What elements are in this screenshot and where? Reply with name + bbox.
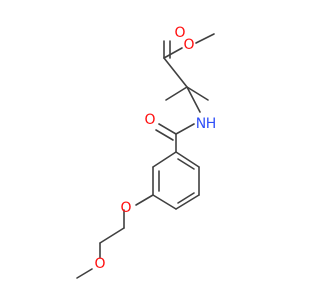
bond-n-amidec	[175, 123, 195, 135]
bond-quat-methyl-1	[186, 86, 209, 101]
atom-o-methoxy: O	[94, 256, 105, 272]
structure-canvas: O O O N H O O	[76, 25, 216, 279]
bond-ch2-ch2	[99, 227, 125, 244]
bond-carbonyl-quat	[163, 57, 188, 88]
bond-ring-4	[152, 194, 177, 210]
bond-amide-cdo-2	[155, 129, 174, 141]
bond-ring-3	[175, 194, 200, 210]
atom-o-amide: O	[144, 112, 155, 128]
bond-ring-6	[152, 151, 177, 168]
atom-labels: O O O N H O O	[94, 25, 216, 272]
bond-ring-inner-1	[177, 158, 195, 170]
molecule-drawing: O O O N H O O	[76, 25, 216, 279]
bond-amide-cdo-1	[158, 123, 177, 135]
bond-quat-methyl-2	[165, 86, 188, 101]
bond-methyl-oester	[195, 33, 215, 44]
bond-ring-oaryl	[135, 194, 154, 206]
bond-quat-n	[186, 86, 201, 113]
bond-ring-inner-2	[177, 192, 195, 204]
bond-ring-1	[175, 151, 200, 168]
atom-o-ester-single: O	[183, 37, 194, 53]
atom-o-ester-double: O	[174, 25, 185, 41]
bonds	[76, 33, 215, 279]
atom-o-aryl-ether: O	[120, 200, 131, 216]
bond-oester-carbonyl	[163, 47, 183, 59]
bond-omethoxy-methyl	[76, 268, 93, 279]
atom-nh-hydrogen: H	[206, 116, 217, 132]
atom-n-amide: N	[196, 116, 206, 132]
